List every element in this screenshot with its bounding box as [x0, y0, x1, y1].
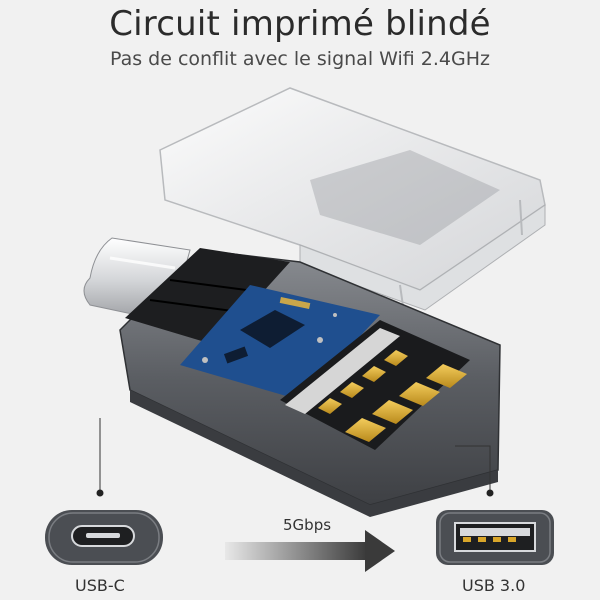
- usb-3-port-icon: [436, 510, 554, 565]
- transparent-cover: [159, 87, 546, 321]
- callout-lines: [96, 418, 494, 497]
- usb-a-receptacle: [280, 320, 470, 450]
- usb-c-label: USB-C: [75, 576, 125, 595]
- page-subtitle: Pas de conflit avec le signal Wifi 2.4GH…: [110, 48, 490, 70]
- usb-c-port-icon: [45, 510, 163, 565]
- transfer-speed-label: 5Gbps: [283, 516, 332, 534]
- page-title: Circuit imprimé blindé: [109, 4, 491, 44]
- transfer-arrow: [225, 530, 395, 572]
- circuit-board: [180, 285, 380, 400]
- usb-3-label: USB 3.0: [462, 576, 526, 595]
